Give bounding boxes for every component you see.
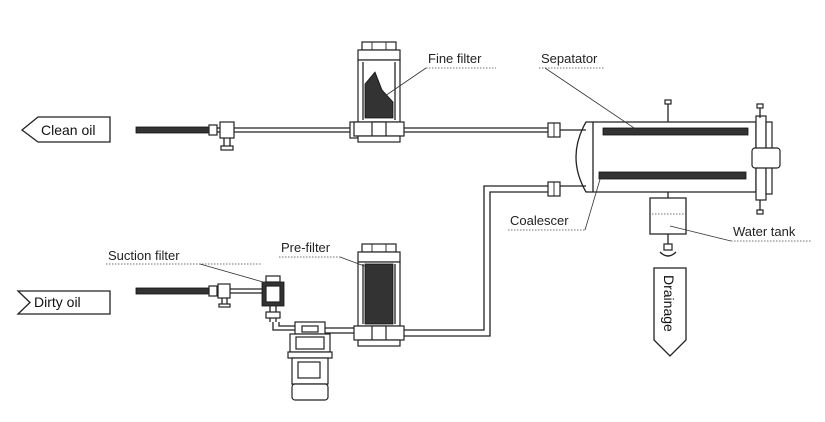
suction-filter-label: Suction filter: [108, 248, 180, 263]
coalescer-callout: Coalescer: [508, 175, 602, 231]
clean-oil-arrow: Clean oil: [20, 116, 111, 143]
dirty-oil-line: [135, 283, 262, 308]
dirty-oil-label: Dirty oil: [34, 294, 81, 310]
pre-filter-callout: Pre-filter: [279, 240, 376, 271]
pre-filter-label: Pre-filter: [281, 240, 331, 255]
drainage-arrow: Drainage: [653, 267, 687, 357]
water-tank-callout: Water tank: [669, 224, 812, 242]
fine-filter-label: Fine filter: [428, 51, 482, 66]
separator-callout: Sepatator: [539, 51, 641, 133]
drainage-label: Drainage: [661, 275, 677, 332]
suction-filter-callout: Suction filter: [106, 248, 271, 285]
water-tank: [649, 192, 687, 257]
water-tank-label: Water tank: [733, 224, 796, 239]
clean-oil-label: Clean oil: [41, 122, 95, 138]
fine-filter: [353, 41, 405, 143]
dirty-oil-arrow: Dirty oil: [16, 290, 111, 315]
coalescer-label: Coalescer: [510, 213, 569, 228]
separator-inlet-pipe: [398, 181, 586, 337]
fine-filter-callout: Fine filter: [384, 51, 496, 97]
pre-filter: [353, 243, 405, 347]
separator-label: Sepatator: [541, 51, 598, 66]
pump-motor: [272, 321, 358, 401]
suction-filter: [261, 275, 285, 322]
clean-oil-line: [135, 121, 561, 151]
separator-vessel: [560, 99, 781, 215]
